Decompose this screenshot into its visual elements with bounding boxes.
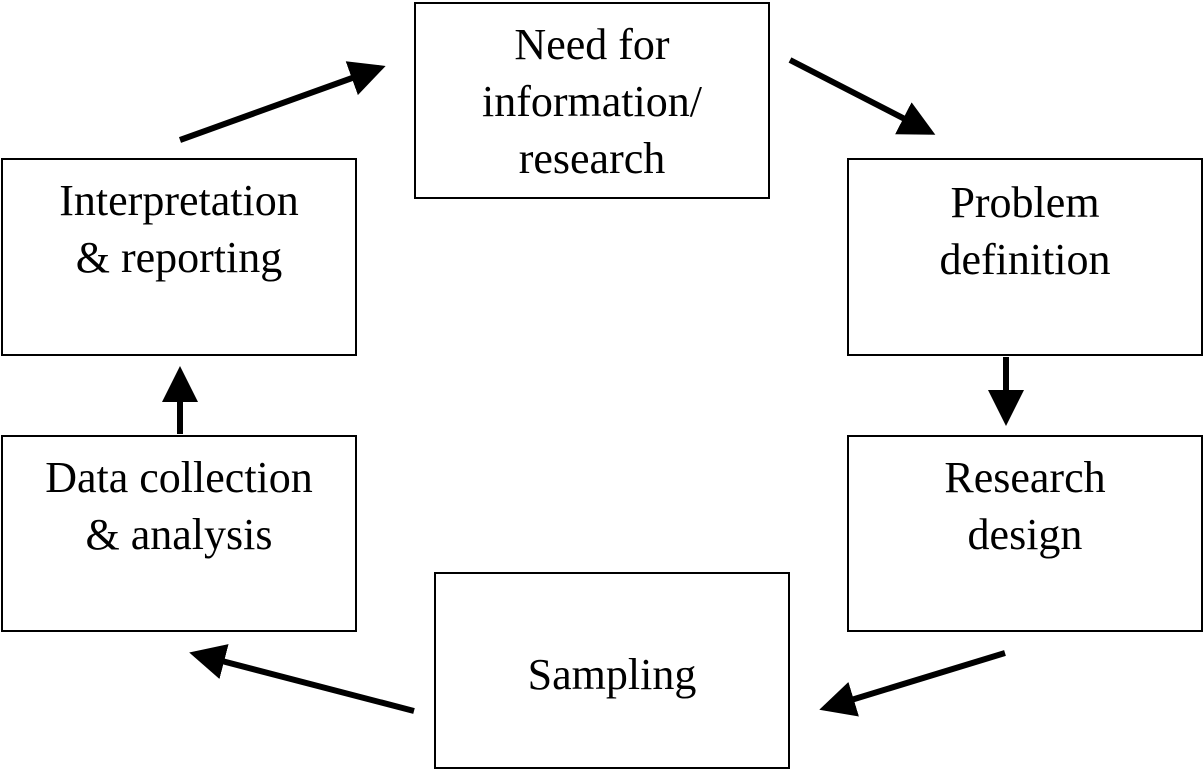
step-data-collection-analysis: Data collection & analysis (1, 435, 357, 632)
step-label-line: Need for (514, 20, 670, 69)
step-sampling: Sampling (434, 572, 790, 769)
step-research-design: Research design (847, 435, 1203, 632)
step-label-line: information/ (482, 77, 702, 126)
step-need-for-information: Need for information/ research (414, 2, 770, 199)
step-label-line: Research (944, 453, 1106, 502)
arrow-need-to-problem (788, 57, 936, 135)
step-label-line: design (967, 510, 1083, 559)
step-interpretation-reporting: Interpretation & reporting (1, 158, 357, 356)
arrow-interp-to-need (178, 61, 386, 143)
step-label-line: Problem (950, 178, 1100, 227)
step-label-line: Data collection (45, 453, 313, 502)
step-label-line: & reporting (75, 233, 283, 282)
step-label-line: definition (939, 235, 1111, 284)
step-label-line: Interpretation (59, 176, 299, 225)
step-label-line: research (518, 134, 666, 183)
step-problem-definition: Problem definition (847, 158, 1203, 356)
step-label-line: Sampling (527, 650, 697, 699)
arrow-design-to-sampling (819, 650, 1006, 717)
step-label-line: & analysis (85, 510, 273, 559)
arrow-sampling-to-data (189, 644, 415, 714)
